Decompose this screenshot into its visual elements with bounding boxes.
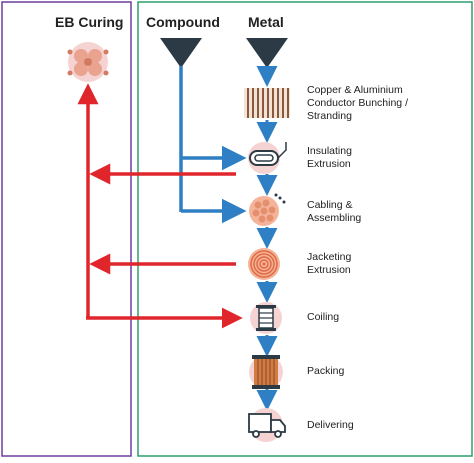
packed-drum-icon xyxy=(249,355,283,389)
step-label-packing: Packing xyxy=(307,365,345,377)
process-panel xyxy=(137,1,473,457)
metal-funnel-icon xyxy=(246,38,288,68)
step-label-delivering: Delivering xyxy=(307,419,354,431)
coil-spool-icon xyxy=(250,302,282,334)
eb-curing-molecule-icon xyxy=(67,42,109,82)
jacketed-cable-icon xyxy=(248,248,280,280)
compound-flow xyxy=(179,66,247,224)
compound-header: Compound xyxy=(146,14,220,30)
delivery-truck-icon xyxy=(248,408,286,442)
step-label-insulating: Insulating Extrusion xyxy=(307,145,352,170)
cable-cross-section-icon xyxy=(249,193,286,226)
metal-header: Metal xyxy=(248,14,284,30)
eb-curing-panel xyxy=(1,1,132,457)
step-label-cabling: Cabling & Assembling xyxy=(307,199,362,224)
compound-funnel-icon xyxy=(160,38,202,68)
conductor-bundle-icon xyxy=(244,88,290,118)
step-label-coiling: Coiling xyxy=(307,311,340,323)
step-label-stranding: Copper & Aluminium Conductor Bunching / … xyxy=(307,84,408,122)
eb-curing-header: EB Curing xyxy=(55,14,124,30)
step-label-jacketing: Jacketing Extrusion xyxy=(307,251,352,276)
eb-curing-flow xyxy=(77,83,243,329)
extruder-icon xyxy=(248,142,287,174)
